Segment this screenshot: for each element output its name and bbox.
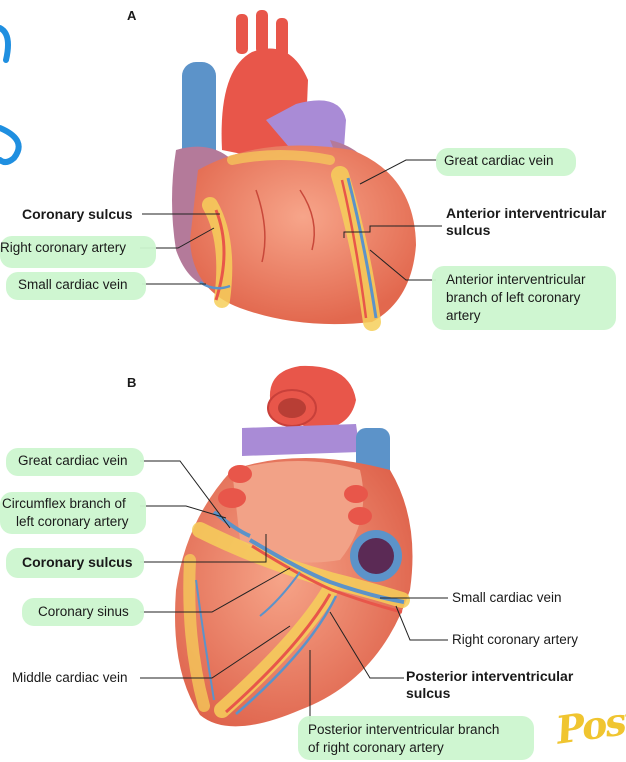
label-circumflex-line2: left coronary artery [16, 514, 129, 529]
pulmonary-arteries-b [242, 424, 360, 456]
highlight-small-cardiac-vein-a [6, 272, 146, 300]
label-right-coronary-artery-b: Right coronary artery [452, 632, 579, 647]
label-posterior-iv-branch-line2: of right coronary artery [308, 740, 444, 755]
label-middle-cardiac-vein: Middle cardiac vein [12, 670, 128, 685]
highlight-posterior-iv-branch [298, 716, 534, 760]
pulmonary-trunk-a [266, 100, 346, 160]
label-anterior-iv-branch-line1: Anterior interventricular [446, 272, 586, 287]
highlight-right-coronary-artery-a [0, 236, 156, 268]
leader-lines-b [140, 460, 448, 722]
heart-a [172, 10, 416, 331]
highlight-great-cardiac-vein-a [436, 148, 576, 176]
label-posterior-iv-sulcus-line2: sulcus [406, 685, 451, 701]
label-circumflex-line1: Circumflex branch of [2, 496, 126, 511]
panel-label-b: B [127, 375, 137, 390]
label-right-coronary-artery-a: Right coronary artery [0, 240, 127, 255]
label-posterior-iv-sulcus-line1: Posterior interventricular [406, 668, 574, 684]
highlight-circumflex-branch [0, 492, 146, 534]
label-small-cardiac-vein-a: Small cardiac vein [18, 277, 128, 292]
label-posterior-iv-branch-line1: Posterior interventricular branch [308, 722, 500, 737]
label-anterior-iv-branch-line3: artery [446, 308, 481, 323]
label-great-cardiac-vein-b: Great cardiac vein [18, 453, 128, 468]
heart-b [175, 365, 413, 727]
highlight-coronary-sulcus-b [6, 548, 144, 578]
pen-mark-upper [0, 25, 11, 63]
label-anterior-iv-sulcus-line2: sulcus [446, 222, 491, 238]
label-coronary-sulcus-a: Coronary sulcus [22, 206, 133, 222]
label-small-cardiac-vein-b: Small cardiac vein [452, 590, 562, 605]
highlight-great-cardiac-vein-b [6, 448, 144, 476]
label-great-cardiac-vein-a: Great cardiac vein [444, 153, 554, 168]
label-coronary-sinus: Coronary sinus [38, 604, 129, 619]
label-coronary-sulcus-b: Coronary sulcus [22, 554, 133, 570]
highlight-coronary-sinus [22, 598, 144, 626]
label-anterior-iv-sulcus-line1: Anterior interventricular [446, 205, 607, 221]
panel-label-a: A [127, 8, 137, 23]
label-anterior-iv-branch-line2: branch of left coronary [446, 290, 581, 305]
pen-mark-lower [0, 125, 22, 166]
highlight-anterior-iv-branch [432, 266, 616, 330]
